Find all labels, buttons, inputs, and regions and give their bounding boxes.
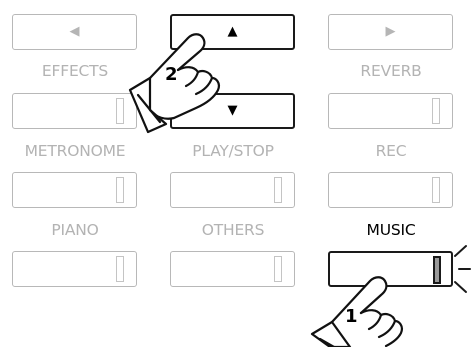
step-1-number: 1 <box>345 306 358 327</box>
